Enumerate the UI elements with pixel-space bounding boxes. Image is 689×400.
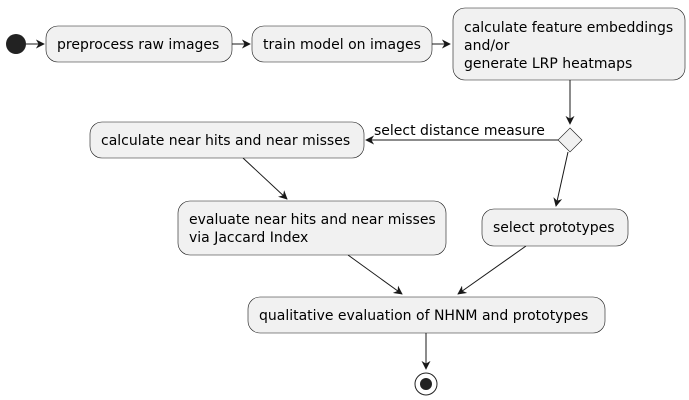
end-node (414, 372, 438, 396)
node-features-label-line-3: generate LRP heatmaps (464, 56, 632, 72)
node-qualitative-label: qualitative evaluation of NHNM and proto… (259, 308, 588, 324)
end-node-core (420, 378, 432, 390)
node-qualitative-box (247, 296, 606, 334)
node-evaluate-label-line-2: via Jaccard Index (189, 230, 308, 246)
node-qualitative: qualitative evaluation of NHNM and proto… (247, 296, 606, 334)
node-evaluate-box (177, 200, 447, 256)
node-features: calculate feature embeddings and/or gene… (452, 7, 686, 81)
start-node (6, 34, 26, 54)
node-evaluate: evaluate near hits and near misses via J… (177, 200, 447, 256)
node-features-label-line-1: calculate feature embeddings (464, 20, 673, 36)
edge-evaluate-to-qualitative (347, 254, 403, 295)
node-near-label: calculate near hits and near misses (101, 133, 350, 149)
node-train: train model on images (251, 25, 433, 63)
node-prototypes-box (481, 208, 629, 247)
decision-diamond (557, 127, 583, 153)
node-evaluate-label-line-1: evaluate near hits and near misses (189, 212, 436, 228)
edge-prototypes-to-qualitative (457, 245, 527, 295)
node-near: calculate near hits and near misses (89, 121, 365, 159)
node-preprocess-box (45, 25, 233, 63)
edge-label-distance: select distance measure (374, 123, 545, 139)
node-features-label-line-2: and/or (464, 38, 510, 54)
node-prototypes: select prototypes (481, 208, 629, 247)
node-features-box (452, 7, 686, 81)
edge-near-to-evaluate (242, 157, 288, 200)
node-train-label: train model on images (263, 37, 421, 53)
node-preprocess: preprocess raw images (45, 25, 233, 63)
node-preprocess-label: preprocess raw images (57, 37, 219, 53)
node-prototypes-label: select prototypes (493, 220, 615, 236)
node-near-box (89, 121, 365, 159)
edge-decision-to-prototypes (553, 151, 569, 207)
node-train-box (251, 25, 433, 63)
